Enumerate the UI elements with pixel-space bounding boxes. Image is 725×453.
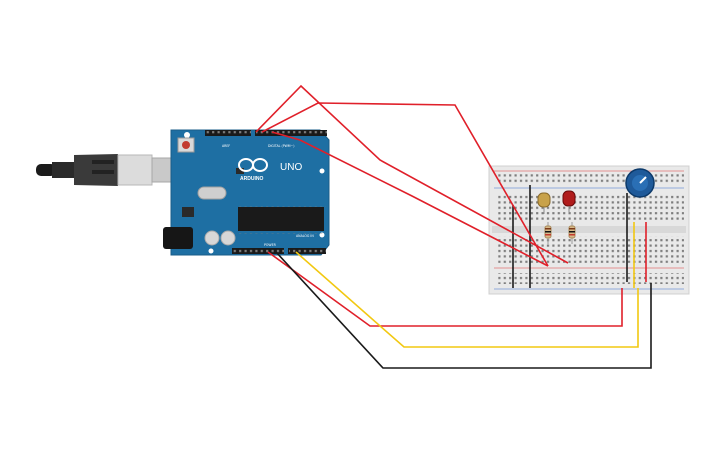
led-yellow[interactable] (537, 192, 551, 214)
usb-cable[interactable] (36, 154, 191, 186)
wires[interactable] (255, 84, 652, 369)
analog-header[interactable] (288, 248, 326, 254)
resistor-1[interactable] (544, 222, 552, 244)
digital-header-label: DIGITAL (PWM~) (268, 144, 294, 148)
analog-header-label: ANALOG IN (296, 234, 314, 238)
microcontroller-chip (238, 207, 324, 231)
model-label: UNO (280, 162, 302, 173)
resistor-2[interactable] (568, 222, 576, 244)
reset-button[interactable] (177, 137, 195, 153)
power-jack[interactable] (163, 227, 193, 249)
power-header[interactable] (232, 248, 284, 254)
digital-header[interactable] (205, 130, 327, 136)
arduino-logo (238, 158, 268, 172)
potentiometer[interactable] (625, 168, 655, 198)
arduino-uno-board[interactable]: ARDUINO UNO DIGITAL (PWM~) AREF POWER AN… (163, 129, 330, 256)
led-red[interactable] (562, 190, 576, 212)
power-header-label: POWER (264, 243, 277, 247)
aref-label: AREF (222, 144, 230, 148)
breadboard[interactable] (488, 165, 690, 295)
breadboard-jumpers[interactable] (512, 185, 647, 288)
brand-label: ARDUINO (240, 176, 263, 182)
